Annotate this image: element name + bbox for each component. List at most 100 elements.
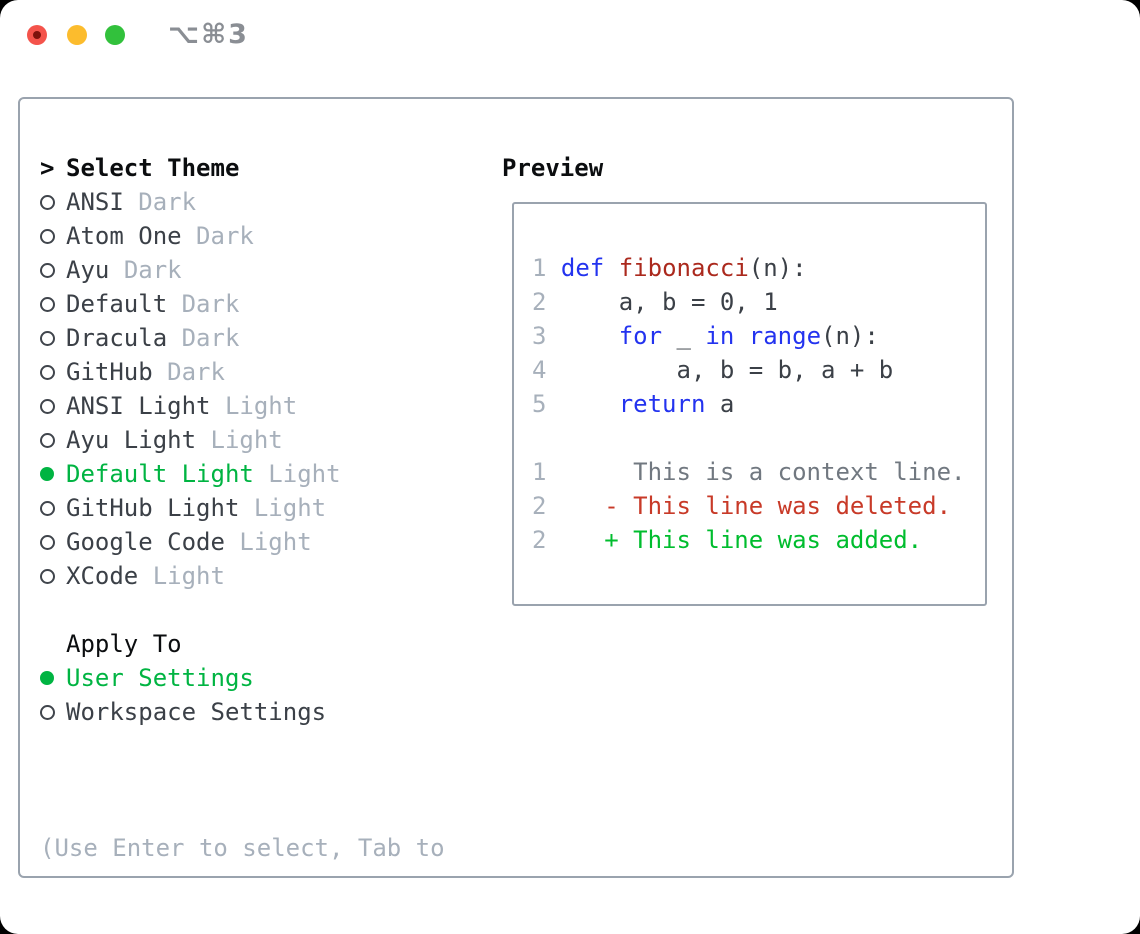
theme-variant-tag: Dark [181, 324, 240, 352]
code-token: - This line was deleted. [546, 492, 952, 520]
line-number: 2 [532, 492, 547, 520]
code-token [546, 254, 560, 282]
apply-to-option[interactable]: Workspace Settings [40, 695, 326, 729]
code-token [734, 322, 748, 350]
theme-name: Atom One [66, 222, 182, 250]
theme-option[interactable]: Ayu Dark [40, 253, 341, 287]
apply-to-option[interactable]: User Settings [40, 661, 326, 695]
code-line: 2 + This line was added. [532, 523, 985, 557]
theme-name: ANSI Light [66, 392, 211, 420]
theme-variant-tag: Dark [181, 290, 240, 318]
radio-unselected-icon [40, 432, 55, 448]
code-line: 4 a, b = b, a + b [532, 353, 985, 387]
apply-to-header-row: Apply To [40, 627, 326, 661]
close-button[interactable] [27, 25, 47, 45]
theme-name: Default Light [66, 460, 254, 488]
line-number: 1 [532, 458, 547, 486]
radio-unselected-icon [40, 194, 55, 210]
code-token [604, 254, 618, 282]
theme-variant-tag: Light [210, 426, 283, 454]
line-number: 5 [532, 390, 547, 418]
line-number: 4 [532, 356, 547, 384]
theme-variant-tag: Light [268, 460, 341, 488]
code-token: (n): [748, 254, 807, 282]
theme-name: GitHub Light [66, 494, 240, 522]
code-token: for [618, 322, 663, 350]
radio-unselected-icon [40, 228, 55, 244]
apply-to-option-label: User Settings [66, 664, 254, 692]
code-line: 2 - This line was deleted. [532, 489, 985, 523]
selection-arrow-icon: > [40, 154, 55, 182]
code-token: fibonacci [618, 254, 749, 282]
code-line: 1 This is a context line. [532, 455, 985, 489]
radio-unselected-icon [40, 568, 55, 584]
theme-option[interactable]: Atom One Dark [40, 219, 341, 253]
zoom-button[interactable] [105, 25, 125, 45]
theme-option[interactable]: GitHub Dark [40, 355, 341, 389]
radio-selected-icon [40, 671, 54, 685]
theme-option[interactable]: Dracula Dark [40, 321, 341, 355]
code-token: def [560, 254, 605, 282]
theme-variant-tag: Dark [167, 358, 225, 386]
theme-option[interactable]: ANSI Light Light [40, 389, 341, 423]
radio-unselected-icon [40, 500, 55, 516]
code-token [546, 322, 618, 350]
code-token: range [748, 322, 822, 350]
code-token: (n): [821, 322, 879, 350]
minimize-button[interactable] [67, 25, 87, 45]
code-line: 2 a, b = 0, 1 [532, 285, 985, 319]
theme-variant-tag: Light [224, 392, 298, 420]
theme-name: Dracula [66, 324, 168, 352]
code-line: 5 return a [532, 387, 985, 421]
code-token: _ [662, 322, 706, 350]
theme-option[interactable]: Default Light Light [40, 457, 341, 491]
theme-name: Default [66, 290, 168, 318]
code-token: a, b = 0, 1 [546, 288, 778, 316]
code-token: This is a context line. [546, 458, 966, 486]
code-line: 1 def fibonacci(n): [532, 251, 985, 285]
radio-unselected-icon [40, 262, 55, 278]
radio-unselected-icon [40, 534, 55, 550]
keyboard-shortcut-label: ⌥⌘3 [168, 19, 249, 50]
radio-unselected-icon [40, 398, 55, 414]
theme-variant-tag: Dark [196, 222, 254, 250]
theme-name: Ayu [66, 256, 110, 284]
code-token: return [618, 390, 706, 418]
theme-name: Ayu Light [66, 426, 197, 454]
theme-variant-tag: Light [152, 562, 225, 590]
radio-selected-icon [40, 467, 54, 481]
radio-unselected-icon [40, 704, 55, 720]
radio-unselected-icon [40, 330, 55, 346]
help-text: (Use Enter to select, Tab to change focu… [40, 763, 445, 934]
radio-unselected-icon [40, 296, 55, 312]
code-token: in [705, 322, 735, 350]
help-line-1: (Use Enter to select, Tab to [40, 834, 445, 862]
theme-option[interactable]: Ayu Light Light [40, 423, 341, 457]
code-token: a [705, 390, 735, 418]
theme-option[interactable]: ANSI Dark [40, 185, 341, 219]
radio-unselected-icon [40, 364, 55, 380]
theme-variant-tag: Dark [138, 188, 197, 216]
theme-name: ANSI [66, 188, 124, 216]
code-line [532, 421, 985, 455]
theme-name: GitHub [66, 358, 153, 386]
line-number: 1 [532, 254, 547, 282]
theme-list-title: Select Theme [66, 154, 240, 182]
code-token: + This line was added. [546, 526, 923, 554]
code-line: 3 for _ in range(n): [532, 319, 985, 353]
apply-to-title: Apply To [66, 630, 182, 658]
theme-variant-tag: Dark [123, 256, 182, 284]
line-number: 3 [532, 322, 547, 350]
theme-name: Google Code [66, 528, 225, 556]
theme-option[interactable]: Default Dark [40, 287, 341, 321]
close-dot [33, 31, 41, 39]
apply-to-option-label: Workspace Settings [66, 698, 327, 726]
